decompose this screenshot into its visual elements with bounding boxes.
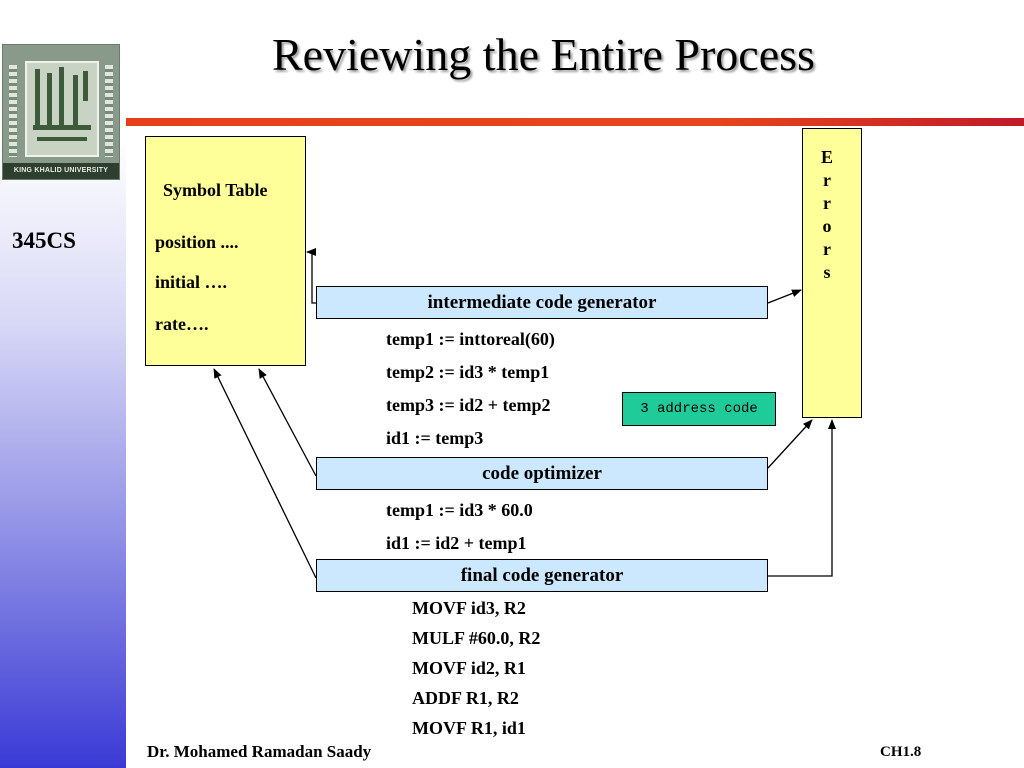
arrow-optimizer-to-symtab bbox=[258, 368, 317, 477]
footer-slide-number: CH1.8 bbox=[880, 744, 922, 760]
title-rule bbox=[126, 118, 1024, 126]
symbol-entry-rate: rate…. bbox=[155, 314, 209, 334]
symbol-table-title: Symbol Table bbox=[163, 180, 268, 200]
intermediate-code-line: temp1 := inttoreal(60) bbox=[386, 329, 555, 349]
final-code-line: MULF #60.0, R2 bbox=[412, 628, 541, 648]
arrow-intermediate-to-errors bbox=[767, 289, 802, 304]
logo-ornament-left bbox=[9, 65, 17, 157]
errors-letter: r bbox=[823, 193, 831, 213]
intermediate-code-line: id1 := temp3 bbox=[386, 428, 484, 448]
logo-ornament-right bbox=[105, 65, 113, 157]
phase-final-code-generator: final code generator bbox=[316, 559, 768, 592]
intermediate-code-line: temp2 := id3 * temp1 bbox=[386, 362, 550, 382]
slide-title: Reviewing the Entire Process bbox=[272, 29, 815, 80]
errors-letter: r bbox=[823, 239, 831, 259]
errors-letter: o bbox=[822, 216, 832, 236]
final-code-line: ADDF R1, R2 bbox=[412, 688, 519, 708]
intermediate-code-line: temp3 := id2 + temp2 bbox=[386, 395, 551, 415]
symbol-entry-initial: initial …. bbox=[155, 272, 228, 292]
three-address-code-badge: 3 address code bbox=[622, 392, 776, 426]
course-code: 345CS bbox=[12, 228, 76, 253]
optimized-code-line: id1 := id2 + temp1 bbox=[386, 533, 527, 553]
arrow-finalgen-to-symtab bbox=[213, 368, 317, 579]
errors-letter: s bbox=[823, 262, 831, 282]
arrow-finalgen-to-errors bbox=[768, 419, 836, 577]
arrow-optimizer-to-errors bbox=[767, 419, 813, 469]
final-code-line: MOVF R1, id1 bbox=[412, 718, 526, 738]
university-logo: KING KHALID UNIVERSITY bbox=[2, 44, 120, 180]
symbol-table-box bbox=[145, 136, 306, 366]
final-code-line: MOVF id3, R2 bbox=[412, 598, 526, 618]
logo-caption: KING KHALID UNIVERSITY bbox=[3, 163, 119, 179]
arrow-intermediate-to-symtab bbox=[306, 248, 316, 304]
phase-code-optimizer: code optimizer bbox=[316, 457, 768, 490]
errors-label: E r r o r s bbox=[802, 146, 852, 284]
footer-author: Dr. Mohamed Ramadan Saady bbox=[147, 742, 372, 761]
errors-letter: E bbox=[820, 147, 833, 167]
logo-emblem bbox=[25, 61, 99, 157]
final-code-line: MOVF id2, R1 bbox=[412, 658, 526, 678]
errors-letter: r bbox=[823, 170, 831, 190]
symbol-entry-position: position .... bbox=[155, 232, 239, 252]
errors-box bbox=[802, 128, 862, 418]
phase-intermediate-code-generator: intermediate code generator bbox=[316, 286, 768, 319]
optimized-code-line: temp1 := id3 * 60.0 bbox=[386, 500, 533, 520]
